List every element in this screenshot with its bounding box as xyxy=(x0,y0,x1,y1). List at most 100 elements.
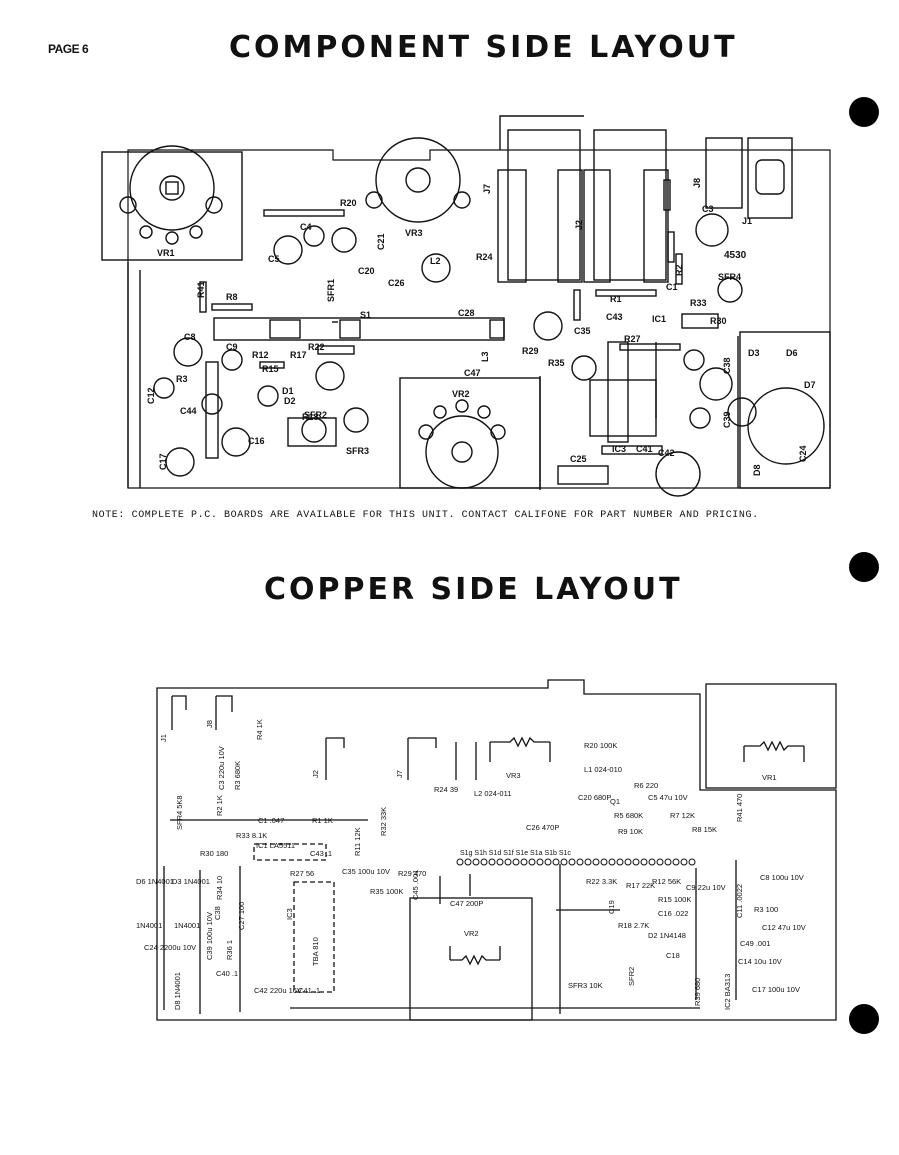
label-c5: C5 xyxy=(268,254,280,264)
cu-label-sfr3: SFR3 10K xyxy=(568,981,603,990)
label-c1: C1 xyxy=(666,282,678,292)
binder-hole-middle xyxy=(849,552,879,582)
label-r8: R8 xyxy=(226,292,238,302)
cu-label-c43: C43 .1 xyxy=(310,849,332,858)
cu-label-r34: R34 10 xyxy=(215,876,224,900)
cu-label-c11: C11 .0022 xyxy=(735,884,744,918)
label-c12: C12 xyxy=(146,387,156,404)
cu-label-r3: R3 680K xyxy=(233,761,242,790)
cu-label-c47: C47 200P xyxy=(450,899,483,908)
cu-label-c12: C12 47u 10V xyxy=(762,923,806,932)
cu-label-r5: R5 680K xyxy=(614,811,643,820)
cu-label-r29: R29 470 xyxy=(398,869,426,878)
label-r3: R3 xyxy=(176,374,188,384)
label-sfr1: SFR1 xyxy=(326,279,336,302)
cu-label-c27: C27 100 xyxy=(237,902,246,930)
label-vr2: VR2 xyxy=(452,389,470,399)
cu-label-j2: J2 xyxy=(311,770,320,778)
label-c39: C39 xyxy=(722,411,732,428)
label-sfr2: SFR2 xyxy=(304,410,327,420)
label-r24: R24 xyxy=(476,252,493,262)
label-ic3: IC3 xyxy=(612,444,626,454)
cu-label-r11: R11 12K xyxy=(353,827,362,856)
label-sfr3: SFR3 xyxy=(346,446,369,456)
cu-label-r36: R36 1 xyxy=(225,940,234,960)
cu-label-vr1: VR1 xyxy=(762,773,777,782)
label-c44: C44 xyxy=(180,406,197,416)
label-r1: R1 xyxy=(610,294,622,304)
cu-label-d3: D3 1N4001 xyxy=(172,877,210,886)
cu-label-vr3: VR3 xyxy=(506,771,521,780)
cu-label-r17: R17 22K xyxy=(626,881,655,890)
label-j7: J7 xyxy=(482,184,492,194)
cu-label-r22: R22 3.3K xyxy=(586,877,617,886)
cu-label-ic1: IC1 LA5511 xyxy=(256,841,295,850)
cu-label-d8: D8 1N4001 xyxy=(173,972,182,1010)
cu-label-r24: R24 39 xyxy=(434,785,458,794)
cu-label-sfr2: SFR2 xyxy=(627,967,636,986)
label-r33: R33 xyxy=(690,298,707,308)
cu-label-r7: R7 12K xyxy=(670,811,695,820)
label-c25: C25 xyxy=(570,454,587,464)
label-c38: C38 xyxy=(722,357,732,374)
cu-label-c1: C1 .047 xyxy=(258,816,284,825)
label-c17: C17 xyxy=(158,453,168,470)
label-j8: J8 xyxy=(692,178,702,188)
label-r27: R27 xyxy=(624,334,641,344)
label-r17: R17 xyxy=(290,350,307,360)
label-vr1: VR1 xyxy=(157,248,175,258)
label-r12: R12 xyxy=(252,350,269,360)
label-l3: L3 xyxy=(480,351,490,362)
label-r18: R18 xyxy=(302,412,319,422)
cu-label-c49: C49 .001 xyxy=(740,939,770,948)
label-c16: C16 xyxy=(248,436,265,446)
cu-label-ic3: IC3 xyxy=(285,908,294,920)
label-d1: D1 xyxy=(282,386,294,396)
cu-label-vr2: VR2 xyxy=(464,929,479,938)
cu-label-r1: R1 1K xyxy=(312,816,333,825)
cu-label-r35: R35 100K xyxy=(370,887,403,896)
cu-label-tba810: TBA 810 xyxy=(311,937,320,966)
label-d3: D3 xyxy=(748,348,760,358)
cu-label-c9: C9 22u 10V xyxy=(686,883,726,892)
cu-label-c5: C5 47u 10V xyxy=(648,793,688,802)
cu-label-c40: C40 .1 xyxy=(216,969,238,978)
cu-label-c16: C16 .022 xyxy=(658,909,688,918)
cu-label-d6: D6 1N4001 xyxy=(136,877,174,886)
binder-hole-bottom xyxy=(849,1004,879,1034)
label-c8: C8 xyxy=(184,332,196,342)
label-l2: L2 xyxy=(430,256,441,266)
label-c21: C21 xyxy=(376,233,386,250)
cu-label-sfr4: SFR4 5K8 xyxy=(175,795,184,830)
label-c3: C3 xyxy=(702,204,714,214)
page-number: PAGE 6 xyxy=(48,42,89,56)
label-r29: R29 xyxy=(522,346,539,356)
label-j2: J2 xyxy=(574,220,584,230)
label-r30: R30 xyxy=(710,316,727,326)
label-d6: D6 xyxy=(786,348,798,358)
cu-label-c39: C39 100u 10V xyxy=(205,912,214,960)
copper-side-title: COPPER SIDE LAYOUT xyxy=(264,572,683,607)
cu-label-r27: R27 56 xyxy=(290,869,314,878)
cu-label-r4: R4 1K xyxy=(255,719,264,740)
label-c42: C42 xyxy=(658,448,675,458)
label-r2: R2 xyxy=(674,264,684,276)
cu-label-r15: R15 100K xyxy=(658,895,691,904)
label-d7: D7 xyxy=(804,380,816,390)
cu-label-c19: C19 xyxy=(607,900,616,914)
label-c43: C43 xyxy=(606,312,623,322)
cu-label-c26: C26 470P xyxy=(526,823,559,832)
cu-label-r33: R33 8.1K xyxy=(236,831,267,840)
cu-label-q1: Q1 xyxy=(610,797,620,806)
label-j1: J1 xyxy=(742,216,752,226)
cu-label-r2: R2 1K xyxy=(215,795,224,816)
label-c24: C24 xyxy=(798,445,808,462)
pcb-availability-note: NOTE: COMPLETE P.C. BOARDS ARE AVAILABLE… xyxy=(92,510,759,521)
label-c4: C4 xyxy=(300,222,312,232)
label-vr3: VR3 xyxy=(405,228,423,238)
label-c28: C28 xyxy=(458,308,475,318)
cu-label-c38: C38 xyxy=(213,906,222,920)
cu-label-c18: C18 xyxy=(666,951,680,960)
label-r35: R35 xyxy=(548,358,565,368)
label-c47: C47 xyxy=(464,368,481,378)
